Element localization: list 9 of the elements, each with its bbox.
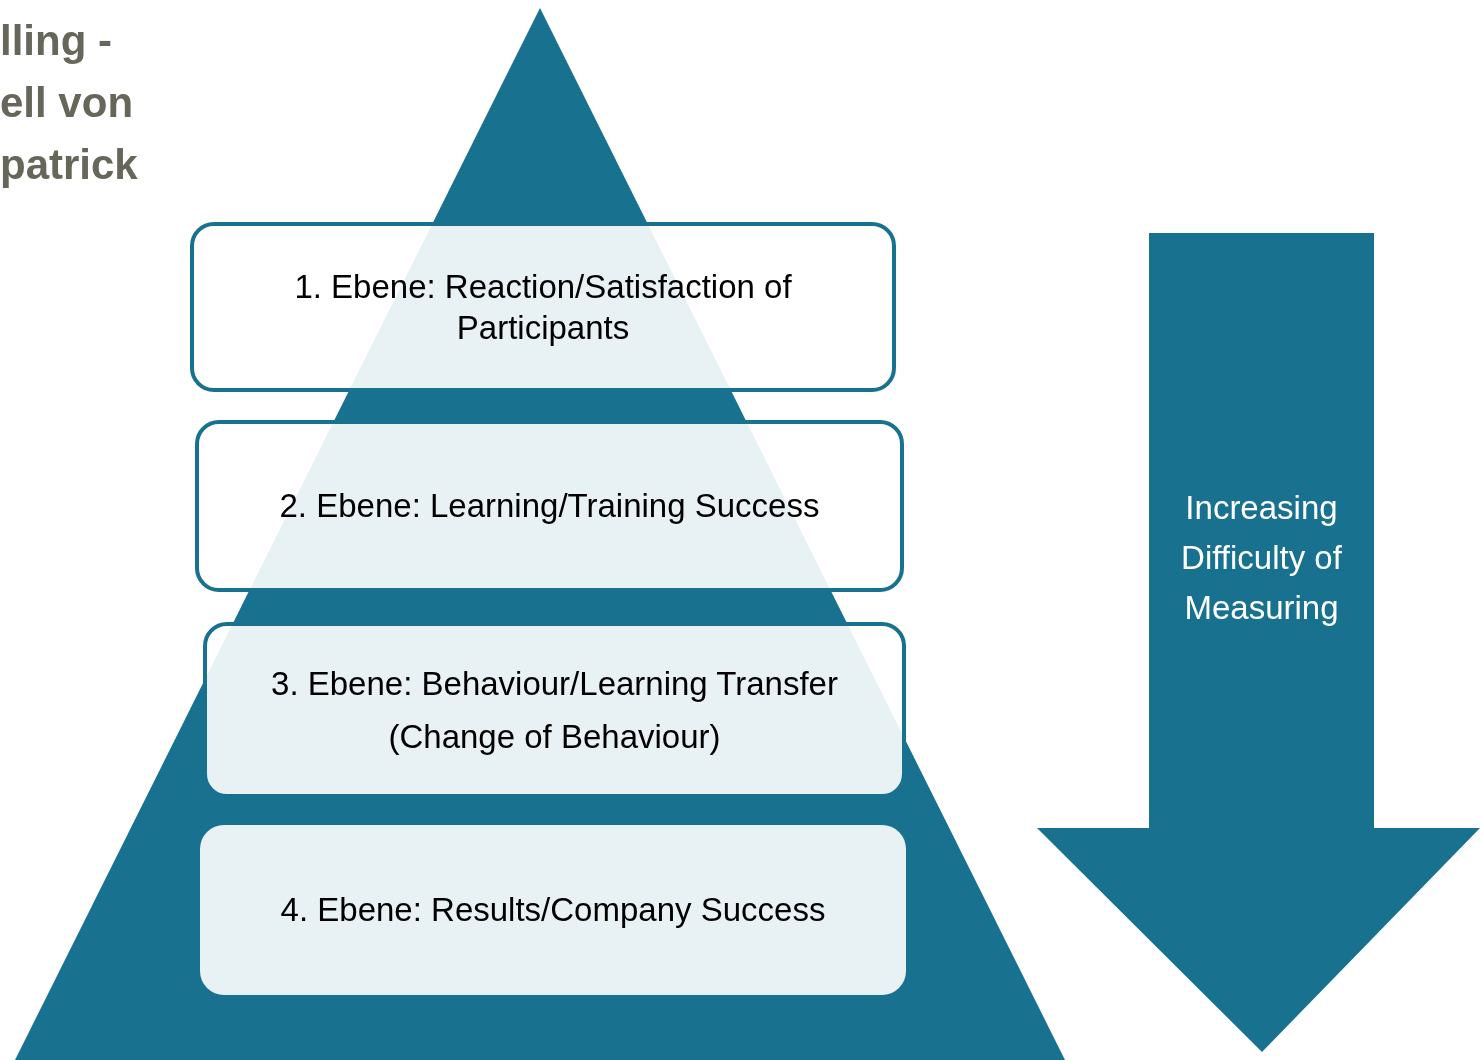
- level-box: [190, 222, 896, 392]
- level-text: 3. Ebene: Behaviour/Learning Transfer: [271, 663, 838, 704]
- level-text: 2. Ebene: Learning/Training Success: [279, 486, 820, 527]
- level-text: (Change of Behaviour): [388, 717, 721, 757]
- level-text: 1. Ebene: Reaction/Satisfaction of Participants: [293, 266, 793, 348]
- level-box: [200, 825, 906, 995]
- arrow-text: Increasing Difficulty of Measuring: [1180, 488, 1343, 628]
- level-text: 4. Ebene: Results/Company Success: [280, 890, 826, 931]
- title: lling - ell von patrick: [0, 16, 139, 190]
